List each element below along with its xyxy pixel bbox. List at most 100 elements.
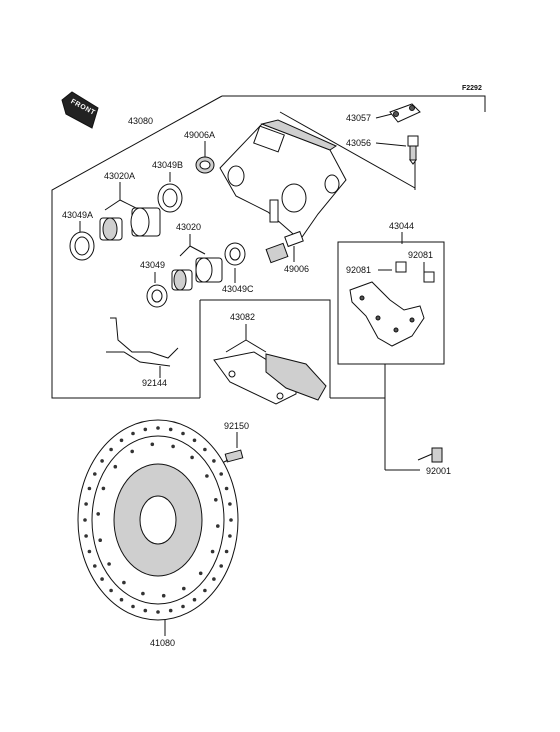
disc-hole xyxy=(229,518,233,522)
part-43020-drawing xyxy=(171,257,223,291)
disc-hole xyxy=(130,449,134,454)
disc-hole xyxy=(219,472,223,476)
label-41080: 41080 xyxy=(150,638,175,648)
disc-hole xyxy=(96,512,100,516)
label-49006A: 49006A xyxy=(184,130,215,140)
disc-hole xyxy=(87,549,92,554)
part-43049-drawing xyxy=(146,284,168,308)
disc-hole xyxy=(87,486,92,491)
part-41080-brake-disc-drawing xyxy=(77,419,239,621)
part-43049A-drawing xyxy=(69,231,95,261)
disc-hole xyxy=(119,597,124,602)
label-92001: 92001 xyxy=(426,466,451,476)
disc-hole xyxy=(84,502,88,506)
label-43049: 43049 xyxy=(140,260,165,270)
disc-hole xyxy=(228,502,232,506)
caliper-body-drawing xyxy=(219,119,347,241)
diagram-ref-code: F2292 xyxy=(462,85,482,92)
caliper-assembly-outline-top xyxy=(222,95,486,112)
disc-hole xyxy=(109,588,113,593)
label-43049B: 43049B xyxy=(152,160,183,170)
label-43020: 43020 xyxy=(176,222,201,232)
label-92081-right: 92081 xyxy=(408,250,433,260)
label-92150: 92150 xyxy=(224,421,249,431)
part-49006-drawing xyxy=(265,230,304,264)
disc-hole xyxy=(224,549,229,554)
disc-hole xyxy=(190,455,194,460)
disc-hole xyxy=(143,427,148,432)
label-43044: 43044 xyxy=(389,221,414,231)
label-43020A: 43020A xyxy=(104,171,135,181)
disc-hole xyxy=(122,580,126,585)
disc-hole xyxy=(83,518,87,522)
disc-hole xyxy=(100,459,104,463)
leader-43056 xyxy=(375,142,407,147)
label-43080: 43080 xyxy=(128,116,153,126)
label-43049C: 43049C xyxy=(222,284,254,294)
part-92001-drawing xyxy=(417,447,443,463)
leader-43082-b xyxy=(245,339,267,353)
disc-hole xyxy=(101,486,106,491)
disc-hole xyxy=(203,447,207,452)
disc-hole xyxy=(181,431,185,436)
label-43082: 43082 xyxy=(230,312,255,322)
part-43056-drawing xyxy=(407,135,419,165)
disc-hole xyxy=(219,564,223,568)
label-49006: 49006 xyxy=(284,264,309,274)
disc-hole xyxy=(182,586,186,591)
part-43057-drawing xyxy=(389,103,421,123)
disc-hole xyxy=(113,464,118,469)
disc-hole xyxy=(141,591,145,596)
disc-hole xyxy=(224,486,229,491)
disc-hole xyxy=(171,444,175,449)
disc-hole xyxy=(203,588,207,593)
bracket-group-outline xyxy=(337,241,445,365)
disc-hole xyxy=(210,549,215,554)
caliper-assembly-outline-left xyxy=(51,95,223,399)
disc-hole xyxy=(212,459,216,463)
leader-43020 xyxy=(179,234,191,257)
disc-hole xyxy=(107,562,111,566)
disc-hole xyxy=(192,597,197,602)
part-92144-drawing xyxy=(106,317,179,367)
part-92150-drawing xyxy=(211,449,244,469)
disc-hole xyxy=(131,604,135,609)
leader-43082 xyxy=(225,324,247,353)
label-43057: 43057 xyxy=(346,113,371,123)
disc-hole xyxy=(150,442,155,447)
leader-43020A xyxy=(104,182,121,211)
disc-hole xyxy=(198,571,203,576)
disc-hole xyxy=(156,426,160,430)
label-43049A: 43049A xyxy=(62,210,93,220)
disc-hole xyxy=(98,538,102,542)
disc-hole xyxy=(109,447,113,452)
part-43082-drawing xyxy=(213,351,327,405)
front-direction-marker: FRONT xyxy=(61,91,99,129)
disc-hole xyxy=(212,577,216,581)
pad-group-outline xyxy=(200,299,331,398)
disc-hole xyxy=(156,610,160,614)
disc-hole xyxy=(161,593,166,598)
disc-hole xyxy=(214,498,218,502)
label-92081-left: 92081 xyxy=(346,265,371,275)
disc-ventilation-holes xyxy=(83,426,233,614)
disc-hole xyxy=(168,427,173,432)
disc-hole xyxy=(168,608,173,613)
part-43049B-drawing xyxy=(157,183,183,213)
disc-hole xyxy=(205,474,209,478)
part-43020A-drawing xyxy=(99,207,161,241)
part-43049C-drawing xyxy=(224,242,246,266)
disc-hole xyxy=(84,534,88,538)
disc-hole xyxy=(192,438,197,443)
disc-hole xyxy=(93,472,97,476)
disc-hole xyxy=(181,604,185,609)
disc-hole xyxy=(228,534,232,538)
leader-43020-b xyxy=(189,245,206,255)
disc-hole xyxy=(100,577,104,581)
disc-hole xyxy=(119,438,124,443)
disc-hole xyxy=(216,524,220,528)
part-43044-drawing xyxy=(349,261,435,347)
part-49006A-drawing xyxy=(195,156,215,174)
